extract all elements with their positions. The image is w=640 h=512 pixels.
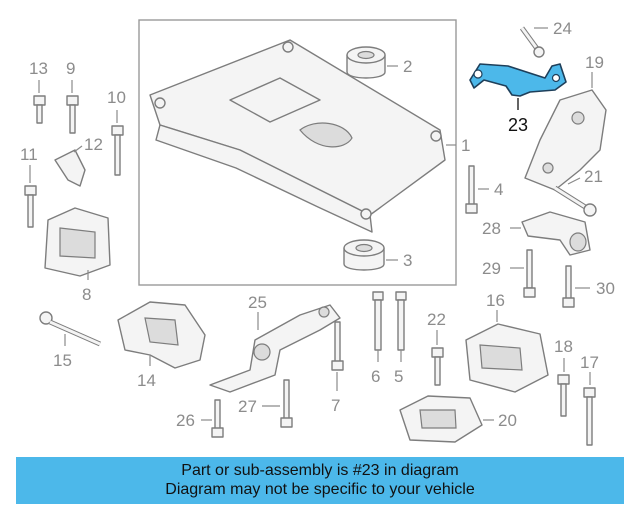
bolt-part-9[interactable] bbox=[66, 95, 79, 134]
bolt-part-24[interactable] bbox=[519, 26, 545, 58]
callout-3: 3 bbox=[403, 251, 412, 270]
callout-26: 26 bbox=[176, 411, 195, 430]
callout-22: 22 bbox=[427, 310, 446, 329]
callout-30: 30 bbox=[596, 279, 615, 298]
subframe-frame bbox=[138, 19, 457, 286]
bolt-part-13[interactable] bbox=[33, 95, 46, 124]
callout-19: 19 bbox=[585, 53, 604, 72]
callout-27: 27 bbox=[238, 397, 257, 416]
callout-13: 13 bbox=[29, 59, 48, 78]
mount-part-19[interactable] bbox=[524, 89, 607, 191]
callout-6: 6 bbox=[371, 367, 380, 386]
bolt-part-17[interactable] bbox=[583, 387, 596, 446]
mount-part-8[interactable] bbox=[44, 207, 111, 277]
bolt-part-22[interactable] bbox=[431, 347, 444, 386]
callout-11: 11 bbox=[20, 145, 38, 164]
callout-17: 17 bbox=[580, 353, 599, 372]
callout-18: 18 bbox=[554, 337, 573, 356]
bracket-part-12[interactable] bbox=[54, 149, 86, 187]
callout-5: 5 bbox=[394, 367, 403, 386]
callout-23: 23 bbox=[508, 115, 528, 135]
callout-7: 7 bbox=[331, 396, 340, 415]
callout-20: 20 bbox=[498, 411, 517, 430]
subframe-part[interactable] bbox=[149, 39, 446, 233]
callout-14: 14 bbox=[137, 371, 156, 390]
callout-1: 1 bbox=[461, 136, 470, 155]
bolt-part-7[interactable] bbox=[331, 321, 344, 371]
bolt-part-4[interactable] bbox=[465, 165, 478, 214]
mount-part-20[interactable] bbox=[399, 395, 483, 443]
callout-2: 2 bbox=[403, 57, 412, 76]
bolt-part-30[interactable] bbox=[562, 265, 575, 308]
banner-line-disclaimer: Diagram may not be specific to your vehi… bbox=[165, 481, 475, 498]
mount-part-14[interactable] bbox=[117, 301, 206, 369]
bolt-part-10[interactable] bbox=[111, 125, 124, 176]
callout-28: 28 bbox=[482, 219, 501, 238]
callout-16: 16 bbox=[486, 291, 505, 310]
callout-8: 8 bbox=[82, 285, 91, 304]
bolt-part-11[interactable] bbox=[24, 185, 37, 228]
bolt-part-27[interactable] bbox=[280, 379, 293, 428]
bolt-part-5[interactable] bbox=[395, 291, 407, 351]
bolt-part-26[interactable] bbox=[211, 399, 224, 438]
callout-9: 9 bbox=[66, 59, 75, 78]
bushing-part-3[interactable] bbox=[343, 239, 385, 271]
callout-24: 24 bbox=[553, 19, 572, 38]
callout-29: 29 bbox=[482, 259, 501, 278]
bushing-part-2[interactable] bbox=[346, 46, 386, 79]
bolt-part-6[interactable] bbox=[372, 291, 384, 351]
bracket-part-28[interactable] bbox=[521, 211, 591, 256]
callout-15: 15 bbox=[53, 351, 72, 370]
callout-12: 12 bbox=[84, 135, 103, 154]
mount-part-16[interactable] bbox=[465, 323, 549, 393]
bolt-part-18[interactable] bbox=[557, 374, 570, 417]
callout-10: 10 bbox=[107, 88, 126, 107]
bolt-part-21[interactable] bbox=[553, 185, 597, 217]
torque-rod-part-25[interactable] bbox=[209, 304, 341, 393]
callout-4: 4 bbox=[494, 180, 503, 199]
banner-line-part: Part or sub-assembly is #23 in diagram bbox=[181, 462, 459, 479]
bolt-part-15[interactable] bbox=[39, 311, 102, 347]
torque-rod-part-23[interactable] bbox=[469, 63, 567, 97]
callout-21: 21 bbox=[584, 167, 603, 186]
callout-25: 25 bbox=[248, 293, 267, 312]
info-banner: Part or sub-assembly is #23 in diagram D… bbox=[16, 457, 624, 504]
bolt-part-29[interactable] bbox=[523, 249, 536, 298]
